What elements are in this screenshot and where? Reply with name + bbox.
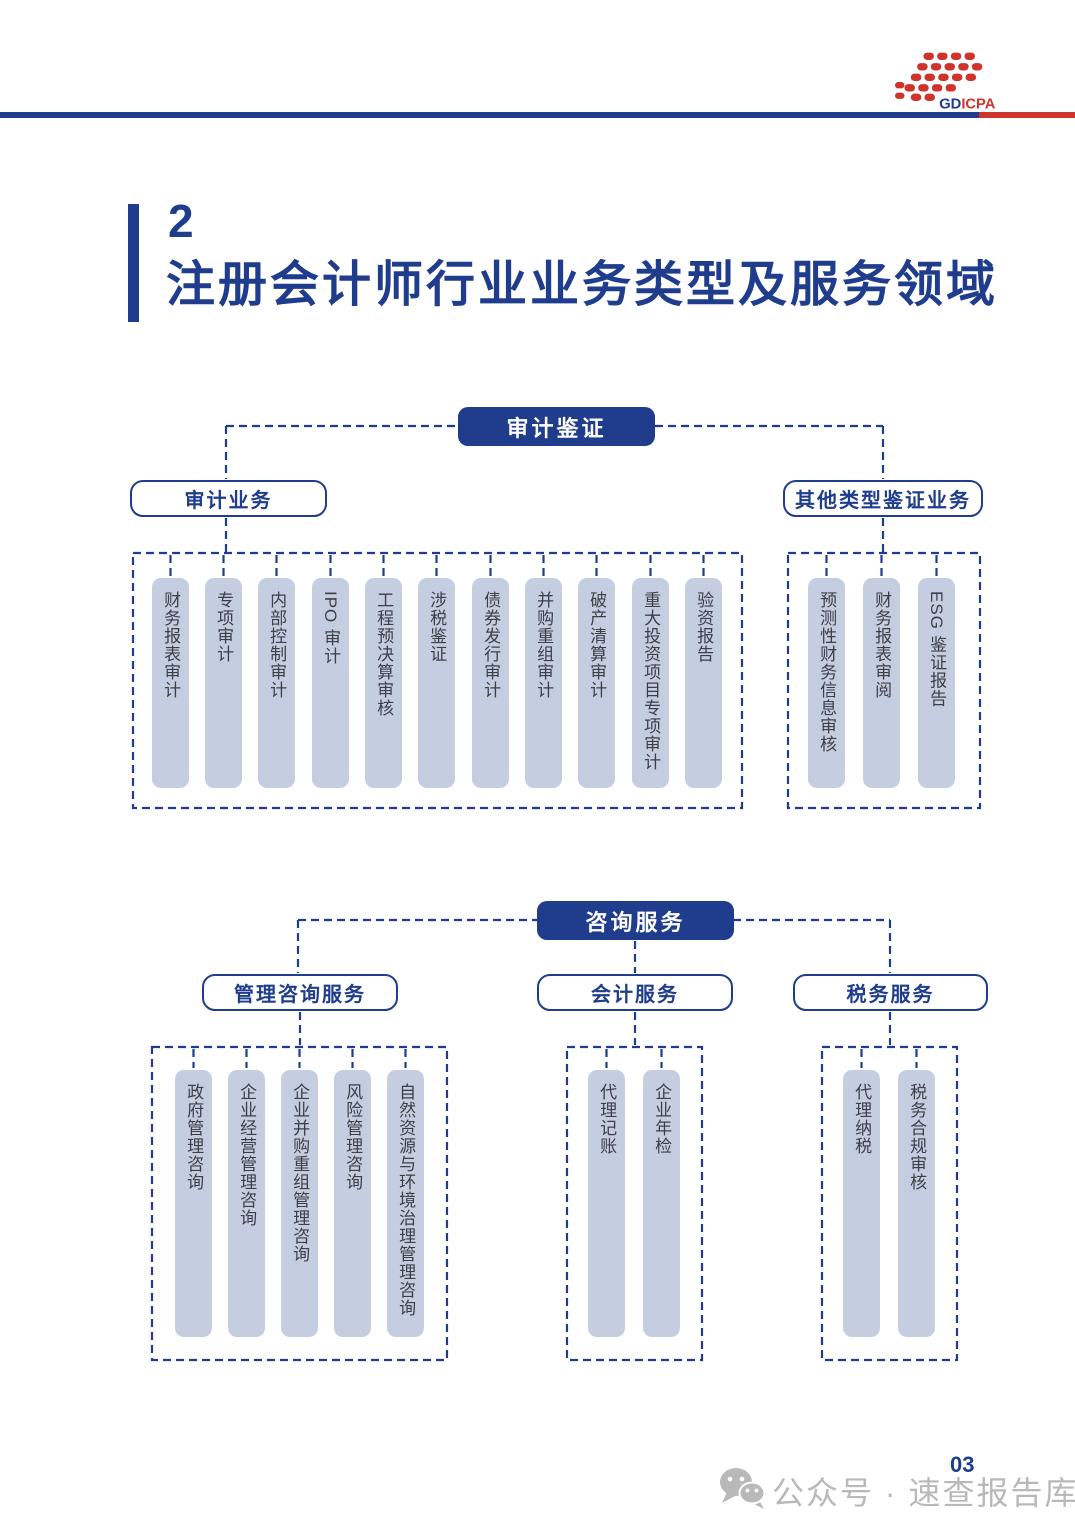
tax-item-label: 税务合规审核 [907, 1083, 927, 1191]
other-assurance-branch-header: 其他类型鉴证业务 [783, 480, 983, 517]
section-title: 注册会计师行业业务类型及服务领域 [166, 258, 999, 312]
audit-item: 重大投资项目专项审计 [632, 578, 669, 788]
management-consulting-item-label: 政府管理咨询 [184, 1083, 204, 1191]
audit-item: 专项审计 [205, 578, 242, 788]
other-assurance-item: 财务报表审阅 [863, 578, 900, 788]
management-consulting-item: 风险管理咨询 [334, 1070, 371, 1337]
logo-text-gd: GD [939, 96, 961, 112]
audit-item-label: 重大投资项目专项审计 [641, 591, 661, 771]
other-assurance-item: 预测性财务信息审核 [808, 578, 845, 788]
section-accent-bar [128, 204, 139, 322]
gdicpa-logo: GD ICPA [895, 52, 995, 112]
tax-item: 代理纳税 [843, 1070, 880, 1337]
other-assurance-item-label: 预测性财务信息审核 [817, 591, 837, 753]
audit-item: 债券发行审计 [472, 578, 509, 788]
management-consulting-item: 企业并购重组管理咨询 [281, 1070, 318, 1337]
accounting-item-label: 企业年检 [652, 1083, 672, 1155]
audit-item: 内部控制审计 [258, 578, 295, 788]
audit-item-label: 债券发行审计 [481, 591, 501, 699]
consulting-root-node: 咨询服务 [537, 901, 734, 940]
audit-item: 工程预决算审核 [365, 578, 402, 788]
audit-item-label: 并购重组审计 [534, 591, 554, 699]
audit-root-node: 审计鉴证 [458, 407, 655, 446]
audit-item-label: 财务报表审计 [161, 591, 181, 699]
logo-text-icpa: ICPA [961, 96, 995, 112]
management-consulting-item: 企业经营管理咨询 [228, 1070, 265, 1337]
audit-item: 涉税鉴证 [418, 578, 455, 788]
management-consulting-item-label: 风险管理咨询 [343, 1083, 363, 1191]
management-consulting-item: 政府管理咨询 [175, 1070, 212, 1337]
logo-dot-pattern [895, 52, 983, 101]
audit-item: IPO 审计 [312, 578, 349, 788]
audit-item: 财务报表审计 [152, 578, 189, 788]
other-assurance-item-label: ESG 鉴证报告 [927, 591, 947, 708]
audit-item: 验资报告 [685, 578, 722, 788]
section-number: 2 [168, 195, 194, 247]
audit-item-label: 专项审计 [214, 591, 234, 663]
audit-item-label: 工程预决算审核 [374, 591, 394, 717]
audit-item-label: IPO 审计 [321, 591, 341, 666]
audit-item-label: 验资报告 [694, 591, 714, 663]
other-assurance-item: ESG 鉴证报告 [918, 578, 955, 788]
other-assurance-item-label: 财务报表审阅 [872, 591, 892, 699]
audit-item: 并购重组审计 [525, 578, 562, 788]
management-consulting-item-label: 企业经营管理咨询 [237, 1083, 257, 1227]
watermark-text: 公众号 · 速查报告库 [772, 1475, 1075, 1511]
tax-item-label: 代理纳税 [852, 1083, 872, 1155]
audit-item-label: 内部控制审计 [267, 591, 287, 699]
header-rule-blue [0, 112, 979, 118]
management-consulting-item-label: 企业并购重组管理咨询 [290, 1083, 310, 1263]
accounting-branch-header: 会计服务 [537, 974, 733, 1011]
management-consulting-item-label: 自然资源与环境治理管理咨询 [396, 1083, 416, 1317]
accounting-item-label: 代理记账 [597, 1083, 617, 1155]
audit-branch-header: 审计业务 [130, 480, 327, 517]
header-rule-red [979, 112, 1075, 118]
management-consulting-item: 自然资源与环境治理管理咨询 [387, 1070, 424, 1337]
accounting-item: 代理记账 [588, 1070, 625, 1337]
tax-branch-header: 税务服务 [793, 974, 988, 1011]
wechat-icon [720, 1468, 766, 1509]
audit-item-label: 破产清算审计 [587, 591, 607, 699]
audit-item: 破产清算审计 [578, 578, 615, 788]
audit-item-label: 涉税鉴证 [427, 591, 447, 663]
management-consulting-branch-header: 管理咨询服务 [202, 974, 398, 1011]
accounting-item: 企业年检 [643, 1070, 680, 1337]
tax-item: 税务合规审核 [898, 1070, 935, 1337]
page-number: 03 [950, 1452, 975, 1477]
